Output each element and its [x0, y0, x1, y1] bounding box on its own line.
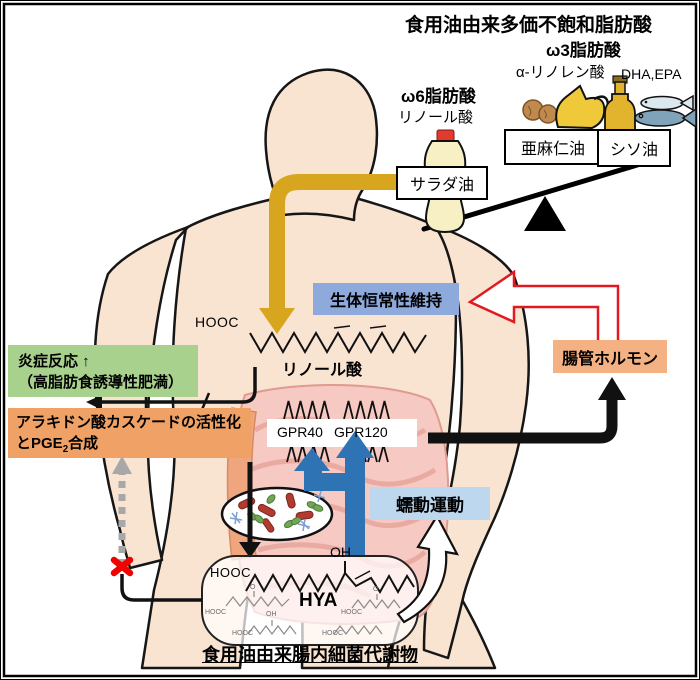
- arachidonic-line2: とPGE2合成: [16, 435, 99, 455]
- omega3-heading: ω3脂肪酸: [546, 41, 621, 60]
- hooc-label-body: HOOC: [195, 314, 239, 330]
- hooc-mini-1: HOOC: [205, 609, 226, 616]
- hooc-label-hya: HOOC: [210, 565, 251, 580]
- bottom-caption: 食用油由来腸内細菌代謝物: [202, 645, 418, 665]
- linoleic-top-label: リノール酸: [398, 109, 474, 126]
- walnuts-icon: [522, 99, 558, 124]
- oh-mini-1: OH: [266, 611, 277, 618]
- gpr120-label: GPR120: [334, 424, 388, 440]
- fish-icon: [634, 94, 697, 129]
- blocked-pathway: [110, 456, 202, 602]
- hya-to-receptor-arrows: [294, 431, 374, 556]
- o-mini-2: O: [373, 586, 379, 593]
- gpr40-label: GPR40: [277, 424, 323, 440]
- oil-jug-icon: [555, 84, 610, 130]
- gut-hormone-arrow: [428, 377, 626, 444]
- inflammation-box: 炎症反応 ↑ （高脂肪食誘導性肥満）: [8, 345, 198, 397]
- inflammation-line2: （高脂肪食誘導性肥満）: [18, 374, 184, 391]
- peristalsis-box: 蠕動運動: [370, 487, 490, 520]
- flaxseed-oil-box: 亜麻仁油: [504, 129, 602, 165]
- gut-hormone-box: 腸管ホルモン: [553, 340, 667, 373]
- homeostasis-arrow: [467, 269, 620, 345]
- alpha-linolenic-label: α-リノレン酸: [516, 64, 605, 81]
- hooc-mini-2: HOOC: [232, 630, 253, 637]
- hya-label: HYA: [299, 590, 338, 611]
- homeostasis-box: 生体恒常性維持: [313, 283, 459, 315]
- arachidonic-line1: アラキドン酸カスケードの活性化: [16, 414, 242, 431]
- blocked-x-icon: [110, 556, 134, 577]
- oil-bottle-icon: [604, 75, 636, 139]
- dha-epa-label: DHA,EPA: [621, 66, 682, 82]
- oh-label-hya: OH: [330, 544, 351, 560]
- receptor-label-panel: [267, 419, 417, 447]
- hooc-mini-3: HOOC: [341, 609, 362, 616]
- bacteria-to-metabolite-arrow: [239, 462, 261, 558]
- figure-title: 食用油由来多価不飽和脂肪酸: [405, 15, 653, 36]
- salad-oil-box: サラダ油: [396, 166, 488, 200]
- linoleic-mid-label: リノール酸: [282, 362, 363, 379]
- o-mini-1: O: [250, 584, 256, 591]
- arachidonic-box: アラキドン酸カスケードの活性化 とPGE2合成: [8, 408, 251, 458]
- inflammation-line1: 炎症反応 ↑: [18, 353, 90, 370]
- perilla-oil-box: シソ油: [597, 129, 671, 167]
- bacteria-blue-stars: [229, 490, 326, 532]
- seesaw-fulcrum: [524, 196, 566, 231]
- hooc-mini-4: HOOC: [322, 630, 343, 637]
- salad-oil-arrow: [259, 174, 420, 334]
- hya-structure: [245, 561, 415, 595]
- linoleic-structure: [249, 325, 427, 354]
- gut-bacteria-oval: [220, 486, 334, 542]
- minor-metabolite-structures: [225, 591, 401, 635]
- omega6-heading: ω6脂肪酸: [401, 87, 476, 106]
